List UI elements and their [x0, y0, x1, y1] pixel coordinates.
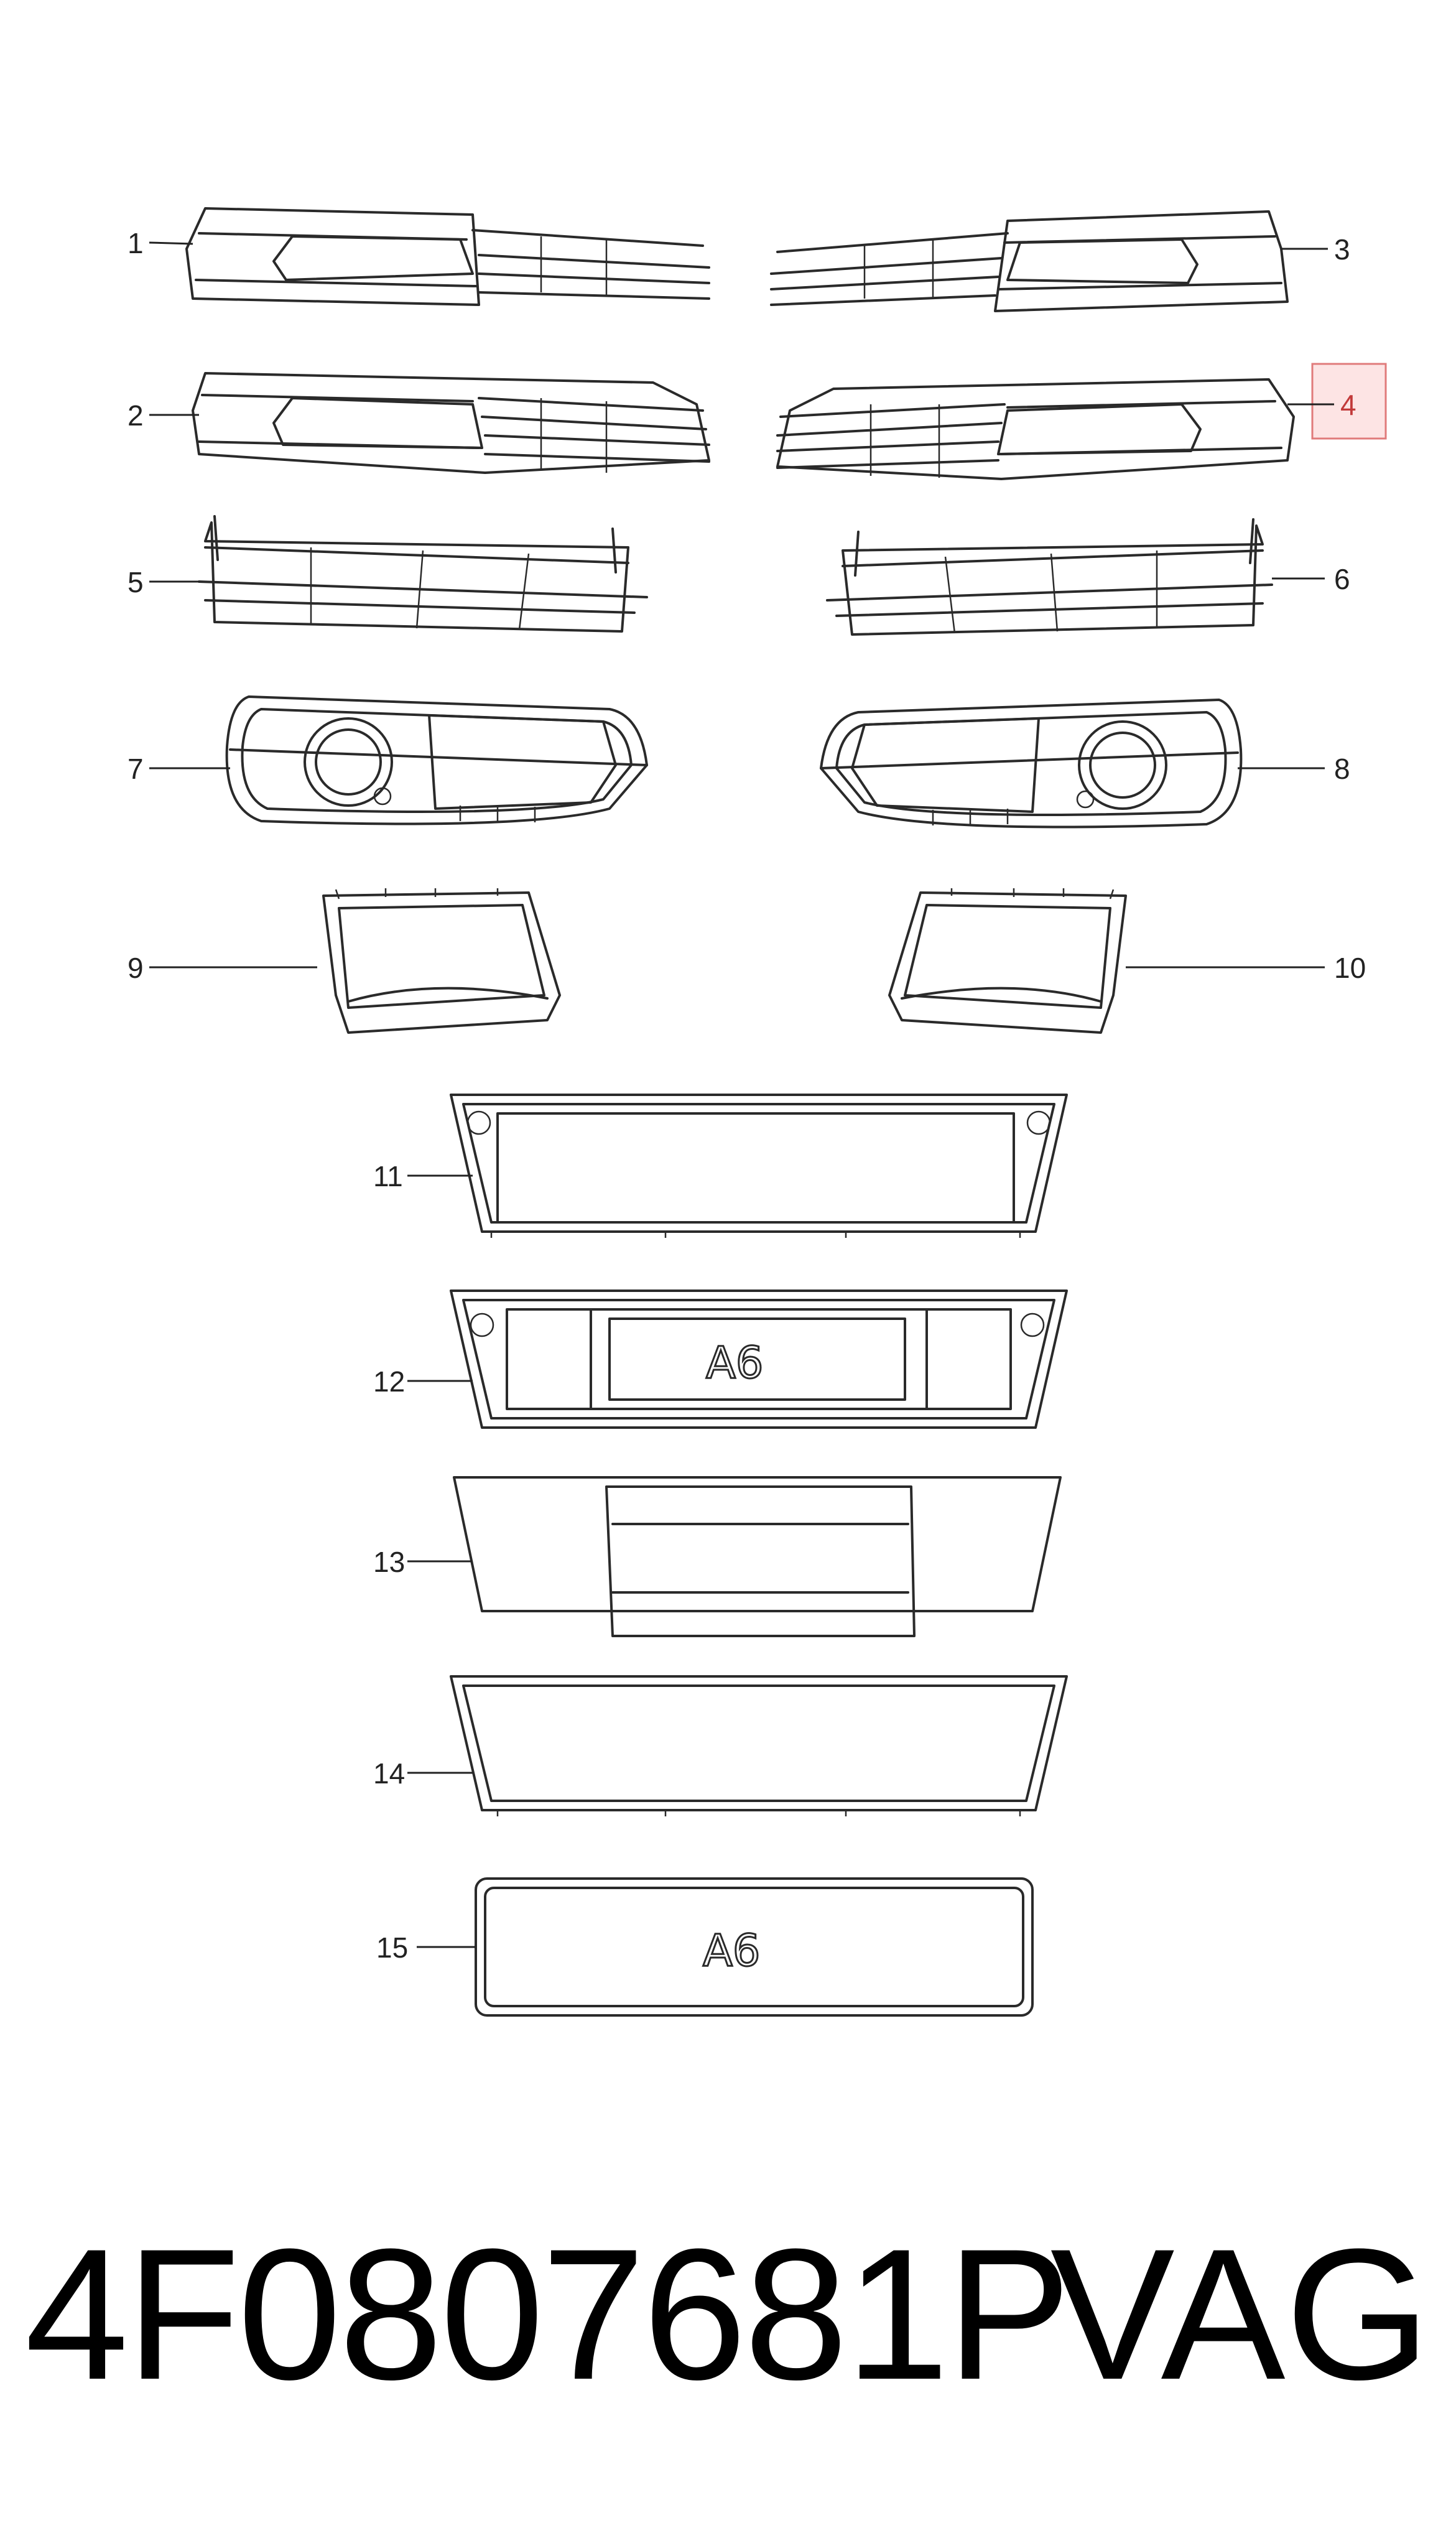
callout-6: 6	[1334, 563, 1350, 595]
part-11-center-cover[interactable]	[450, 1094, 1068, 1238]
callout-11: 11	[373, 1160, 403, 1192]
callout-10: 10	[1334, 952, 1366, 984]
part-15-badge-plate[interactable]: A6	[475, 1877, 1034, 2017]
callout-4-highlight	[1311, 363, 1387, 440]
brand-name: VAG	[1050, 2209, 1430, 2418]
callout-2: 2	[128, 399, 144, 432]
part-6-frame[interactable]	[826, 518, 1273, 636]
part-9-insert[interactable]	[322, 888, 561, 1034]
part-3-grille[interactable]	[770, 210, 1289, 312]
callout-9: 9	[128, 952, 144, 984]
part-8-fog-grille[interactable]	[820, 699, 1243, 829]
emblem-a6-badge: A6	[703, 1925, 760, 1976]
part-7-fog-grille[interactable]	[225, 695, 648, 825]
part-2-grille[interactable]	[192, 372, 710, 474]
callout-8: 8	[1334, 753, 1350, 785]
callout-7: 7	[128, 753, 144, 785]
callout-1: 1	[128, 227, 144, 259]
footer: 4F0807681P VAG	[25, 2214, 1430, 2414]
part-14-center-cover[interactable]	[450, 1675, 1068, 1816]
callout-12: 12	[373, 1365, 405, 1398]
callout-3: 3	[1334, 233, 1350, 266]
callout-5: 5	[128, 566, 144, 598]
parts-diagram: 1 3 2 4 5 6	[128, 207, 1387, 2017]
part-12-center-cover[interactable]: A6	[450, 1289, 1068, 1429]
emblem-a6: A6	[706, 1337, 763, 1388]
callout-4[interactable]: 4	[1340, 389, 1356, 421]
callout-14: 14	[373, 1757, 405, 1790]
part-number: 4F0807681P	[25, 2209, 1071, 2418]
part-10-insert[interactable]	[888, 888, 1127, 1034]
callout-15: 15	[376, 1931, 408, 1964]
part-5-frame[interactable]	[198, 515, 648, 633]
part-13-center-cover[interactable]	[453, 1476, 1062, 1637]
callout-13: 13	[373, 1546, 405, 1578]
part-1-grille[interactable]	[185, 207, 710, 306]
part-4-grille[interactable]	[776, 378, 1295, 480]
